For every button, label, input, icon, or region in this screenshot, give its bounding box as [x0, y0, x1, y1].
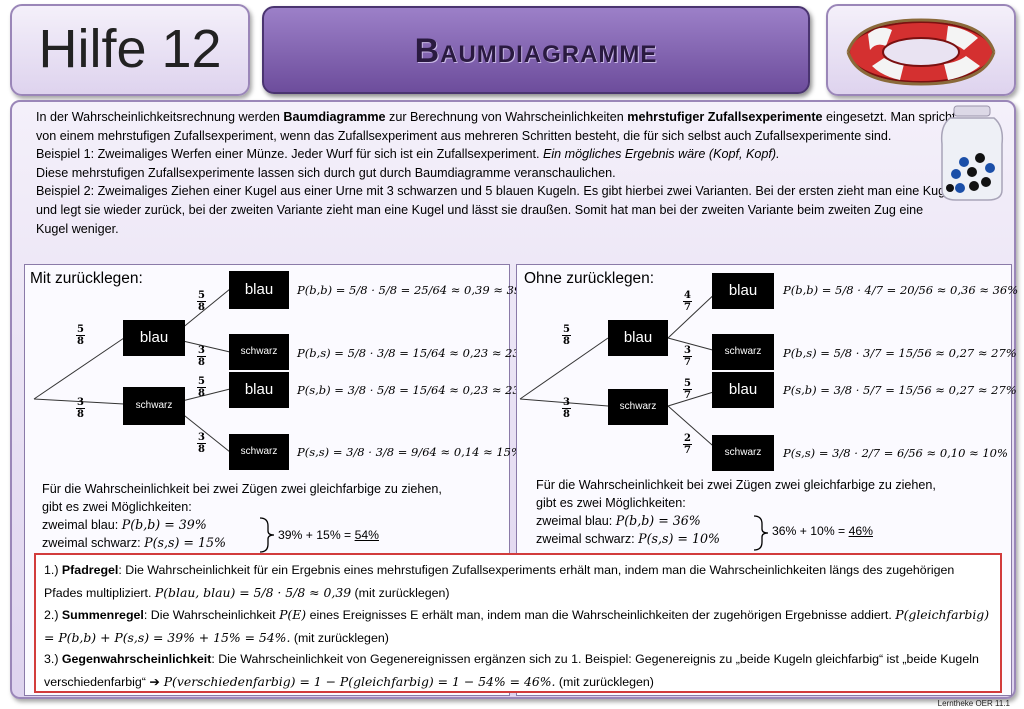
- node-blau-1: blau: [123, 320, 185, 356]
- formula-bb-ohne: P(b,b) = 5/8 · 4/7 = 20/56 ≈ 0,36 ≈ 36%: [783, 283, 1019, 297]
- node-blau-bb: blau: [229, 271, 289, 309]
- formula-ss: P(s,s) = 3/8 · 3/8 = 9/64 ≈ 0,14 ≈ 15%: [297, 445, 522, 459]
- tree-lines-without: [519, 288, 721, 453]
- node-schwarz-1-ohne: schwarz: [608, 389, 668, 425]
- node-schwarz-bs: schwarz: [229, 334, 289, 370]
- sum-with: 39% + 15% = 54%: [278, 528, 379, 542]
- formula-sb: P(s,b) = 3/8 · 5/8 = 15/64 ≈ 0,23 ≈ 23%: [297, 383, 531, 397]
- node-blau-bb-ohne: blau: [712, 273, 774, 309]
- rules-box: [34, 553, 1002, 693]
- formula-bs-ohne: P(b,s) = 5/8 · 3/7 = 15/56 ≈ 0,27 ≈ 27%: [783, 346, 1017, 360]
- formula-bs: P(b,s) = 5/8 · 3/8 = 15/64 ≈ 0,23 ≈ 23%: [297, 346, 531, 360]
- lifebuoy-icon: [846, 18, 996, 86]
- curly-brace-without: [753, 515, 769, 551]
- panel-title-without: Ohne zurücklegen:: [524, 270, 655, 287]
- lifebuoy-box: [826, 4, 1016, 96]
- arrow-right-icon: ➔: [149, 674, 160, 689]
- formula-sb-ohne: P(s,b) = 3/8 · 5/7 = 15/56 ≈ 0,27 ≈ 27%: [783, 383, 1017, 397]
- footer-label: Lerntheke OER 11.1: [937, 699, 1010, 708]
- intro-text: In der Wahrscheinlichkeitsrechnung werde…: [36, 108, 956, 238]
- sum-without: 36% + 10% = 46%: [772, 524, 873, 538]
- rule-pfadregel: 1.) Pfadregel: Die Wahrscheinlichkeit fü…: [44, 563, 955, 600]
- rule-summenregel: 2.) Summenregel: Die Wahrscheinlichkeit …: [44, 607, 990, 645]
- formula-ss-ohne: P(s,s) = 3/8 · 2/7 = 6/56 ≈ 0,10 ≈ 10%: [783, 446, 1008, 460]
- node-blau-sb-ohne: blau: [712, 372, 774, 408]
- panel-title-with: Mit zurücklegen:: [30, 270, 143, 287]
- rules-text: 1.) Pfadregel: Die Wahrscheinlichkeit fü…: [44, 560, 992, 694]
- intro-paragraph-3: Diese mehrstufigen Zufallsexperimente la…: [36, 165, 616, 180]
- node-schwarz-ss-ohne: schwarz: [712, 435, 774, 471]
- conclusion-with: Für die Wahrscheinlichkeit bei zwei Züge…: [42, 482, 442, 550]
- jar-with-balls-icon: [940, 105, 1004, 201]
- intro-example-1: Beispiel 1: Zweimaliges Werfen einer Mün…: [36, 147, 780, 162]
- node-blau-sb: blau: [229, 372, 289, 408]
- node-schwarz-1: schwarz: [123, 387, 185, 425]
- node-schwarz-bs-ohne: schwarz: [712, 334, 774, 370]
- hilfe-label-box: Hilfe 12: [10, 4, 250, 96]
- rule-gegenwahrscheinlichkeit: 3.) Gegenwahrscheinlichkeit: Die Wahrsch…: [44, 652, 979, 689]
- intro-paragraph-1: In der Wahrscheinlichkeitsrechnung werde…: [36, 110, 956, 143]
- node-schwarz-ss: schwarz: [229, 434, 289, 470]
- node-blau-1-ohne: blau: [608, 320, 668, 356]
- hilfe-label: Hilfe 12: [38, 19, 222, 79]
- formula-bb: P(b,b) = 5/8 · 5/8 = 25/64 ≈ 0,39 ≈ 39%: [297, 283, 533, 297]
- curly-brace-with: [259, 517, 275, 553]
- title-banner: Baumdiagramme: [262, 6, 810, 94]
- conclusion-without: Für die Wahrscheinlichkeit bei zwei Züge…: [536, 478, 936, 546]
- intro-example-2: Beispiel 2: Zweimaliges Ziehen einer Kug…: [36, 184, 955, 236]
- page-title: Baumdiagramme: [414, 32, 658, 70]
